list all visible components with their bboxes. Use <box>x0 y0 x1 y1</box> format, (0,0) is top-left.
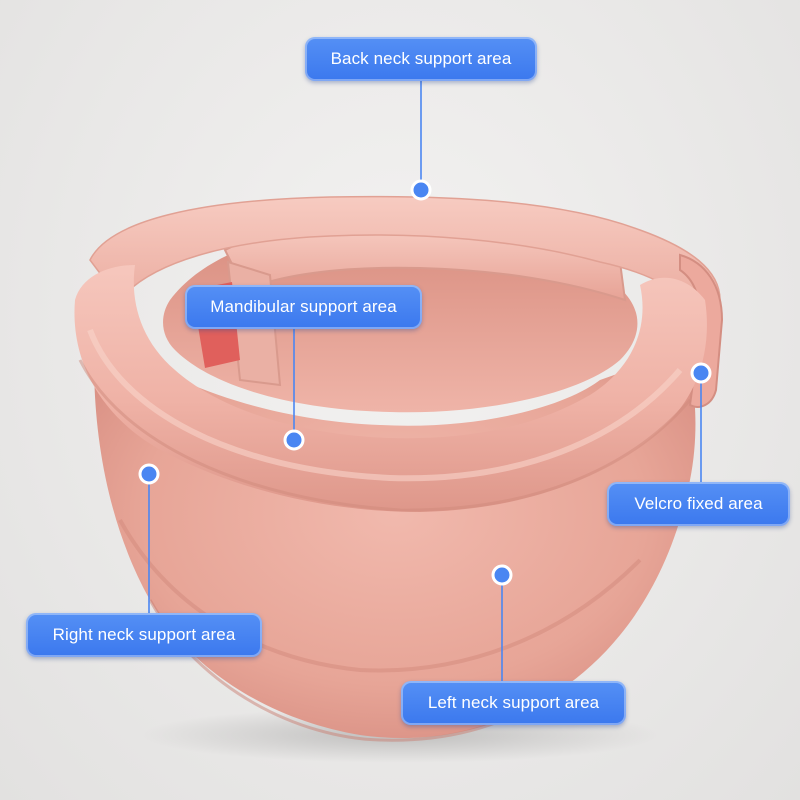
marker-mandibular <box>283 429 305 451</box>
velcro-label: Velcro fixed area <box>607 482 790 526</box>
back-neck-label: Back neck support area <box>305 37 537 81</box>
marker-dots <box>138 179 712 586</box>
marker-velcro <box>690 362 712 384</box>
mandibular-label: Mandibular support area <box>185 285 422 329</box>
roll-underline <box>78 359 692 512</box>
roll-highlight <box>87 328 683 482</box>
marker-left-neck <box>491 564 513 586</box>
leader-lines <box>148 81 702 681</box>
seam-line <box>118 519 642 673</box>
right-neck-label: Right neck support area <box>26 613 262 657</box>
marker-right-neck <box>138 463 160 485</box>
left-neck-label: Left neck support area <box>401 681 626 725</box>
marker-back-neck <box>410 179 432 201</box>
